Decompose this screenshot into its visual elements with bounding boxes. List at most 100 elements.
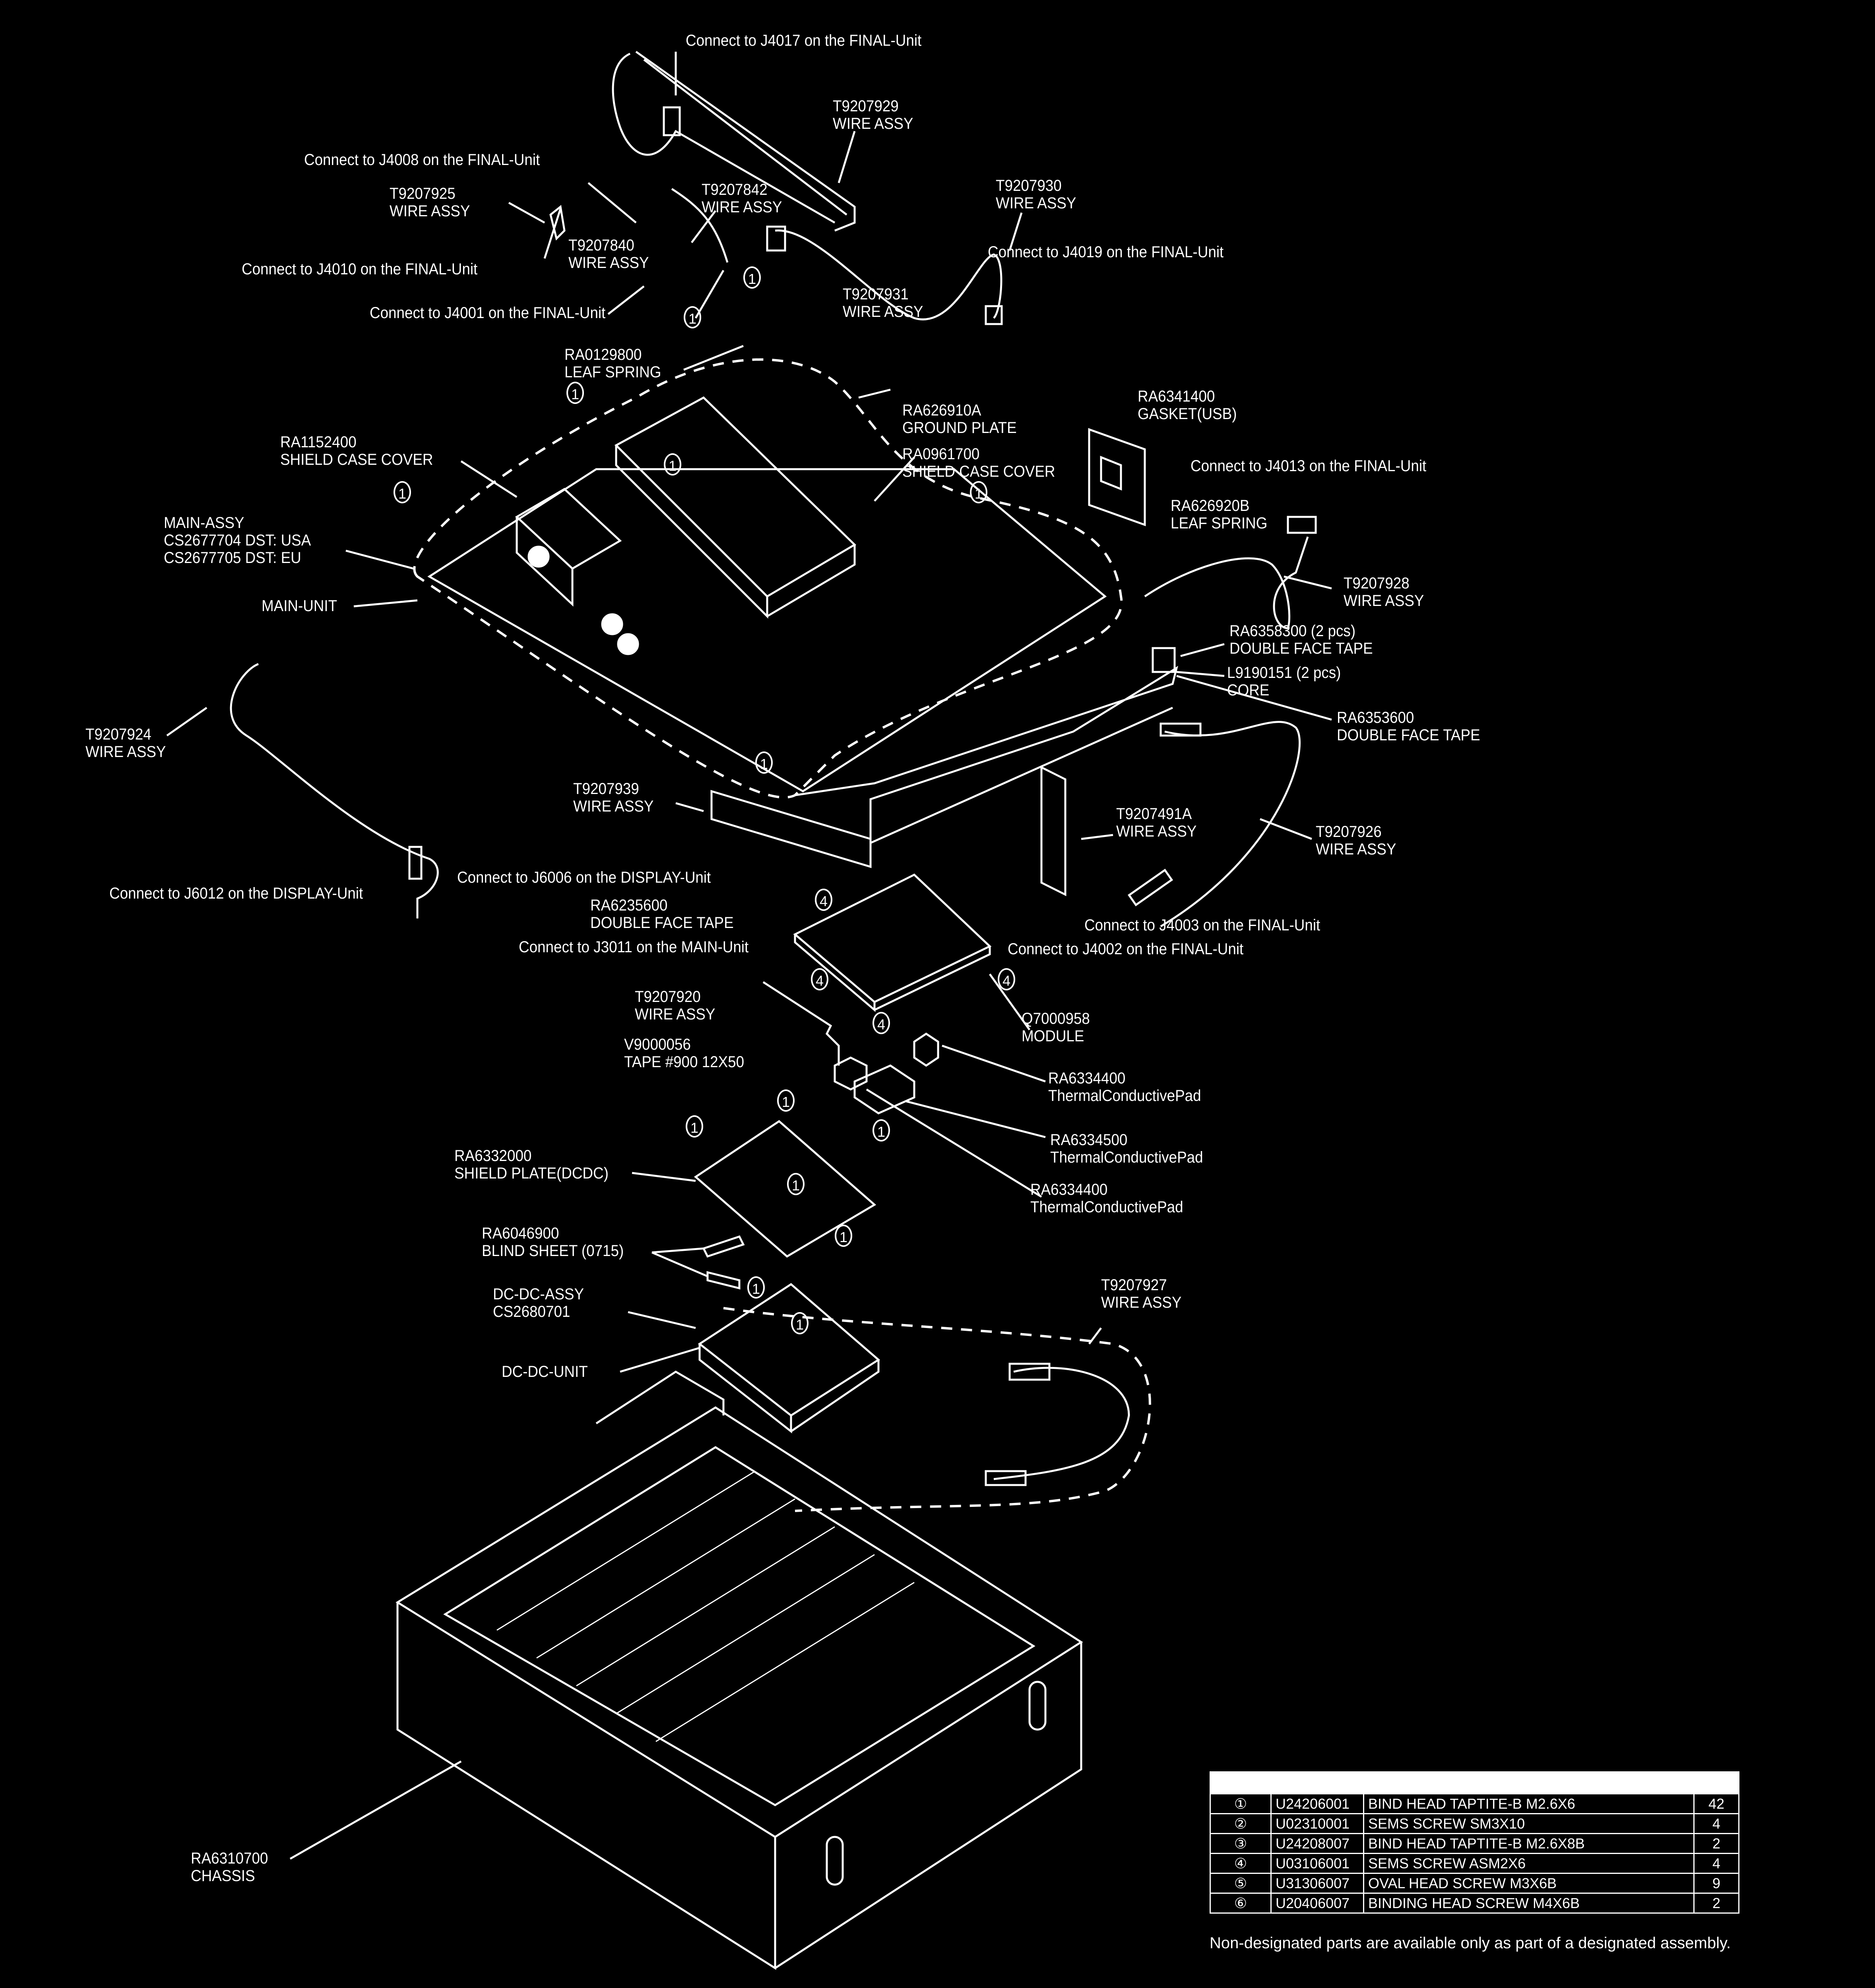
parts-note: Non-designated parts are available only … [1210,1934,1731,1952]
quantity: 4 [1693,1813,1739,1834]
part-name: WIRE ASSY [996,194,1076,212]
part-name: WIRE ASSY [1101,1294,1182,1311]
screw-callout-4: 4 [815,889,832,911]
blind-sheet [702,1235,745,1290]
assy-code-usa: CS2677704 DST: USA [164,532,311,549]
label-connect-j6012: Connect to J6012 on the DISPLAY-Unit [109,885,363,902]
label-connect-j4017: Connect to J4017 on the FINAL-Unit [686,32,922,49]
part-name: CHASSIS [191,1867,255,1885]
part-name: CORE [1227,681,1270,699]
part-number: V9000056 [624,1036,691,1053]
part-number: RA626920B [1171,497,1250,514]
tape-strip-ra6353600 [795,666,1178,845]
label-connect-j4001: Connect to J4001 on the FINAL-Unit [370,304,606,322]
component [601,613,623,635]
part-number: RA6310700 [191,1850,268,1867]
part-code: U31306007 [1270,1873,1364,1894]
chassis-ra6310700 [396,1371,1083,1970]
screw-callout-1: 1 [791,1312,809,1334]
thermal-pad-3 [913,1032,939,1067]
wire-t9207842 [671,188,729,263]
label-connect-j4010: Connect to J4010 on the FINAL-Unit [242,260,478,278]
part-name: ThermalConductivePad [1048,1087,1201,1105]
quantity: 2 [1693,1833,1739,1854]
label-connect-j4003: Connect to J4003 on the FINAL-Unit [1084,916,1320,934]
label-connect-j4008: Connect to J4008 on the FINAL-Unit [304,151,540,169]
part-number: RA6235600 [590,897,668,914]
screw-callout-1: 1 [835,1225,852,1247]
part-name: WIRE ASSY [390,202,470,220]
part-number: T9207926 [1316,823,1382,841]
assy-name: DC-DC-ASSY [493,1285,584,1303]
connector-j4019 [985,305,1003,325]
part-name: ThermalConductivePad [1050,1149,1203,1166]
part-number: T9207840 [568,237,634,254]
shield-plate-dcdc [694,1120,876,1258]
label-connect-j3011: Connect to J3011 on the MAIN-Unit [519,938,749,956]
part-name: LEAF SPRING [564,363,661,381]
part-name: ThermalConductivePad [1030,1198,1183,1216]
part-number: RA6341400 [1138,388,1215,405]
screw-callout-1: 1 [755,751,773,774]
thermal-pad-2 [853,1064,915,1114]
screw-ref: ③ [1210,1833,1272,1854]
part-name: MODULE [1022,1027,1084,1045]
core-l9190151 [1152,647,1176,673]
screw-ref: ④ [1210,1853,1272,1874]
part-number: T9207927 [1101,1276,1167,1294]
assy-name: MAIN-ASSY [164,514,244,532]
part-description: BIND HEAD TAPTITE-B M2.6X6 [1363,1793,1695,1814]
wire-t9207927-boundary [723,1307,1151,1512]
part-number: RA6046900 [482,1225,559,1242]
screw-callout-1: 1 [777,1089,795,1112]
part-name: WIRE ASSY [833,115,913,132]
part-description: BIND HEAD TAPTITE-B M2.6X8B [1363,1833,1695,1854]
part-name: DOUBLE FACE TAPE [1229,640,1373,657]
main-unit-board [427,468,1107,792]
table-header [1210,1771,1739,1794]
quantity: 9 [1693,1873,1739,1894]
part-number: RA0129800 [564,346,642,363]
wire-harness-t9207926 [1160,721,1301,928]
screw-callout-1: 1 [787,1173,805,1195]
wire-harness-t9207939 [710,790,872,868]
part-number: T9207842 [702,181,768,198]
part-name: GROUND PLATE [902,419,1017,437]
part-name: DOUBLE FACE TAPE [1337,726,1480,744]
thermal-pad-1 [834,1056,868,1091]
shield-case-cover-ra0961700 [614,396,857,619]
screw-callout-4: 4 [873,1012,890,1034]
part-name: WIRE ASSY [1116,823,1197,840]
part-name: SHIELD CASE COVER [902,463,1055,480]
part-number: T9207925 [390,185,456,202]
part-name: TAPE #900 12X50 [624,1053,745,1071]
part-number: RA6358300 (2 pcs) [1229,622,1356,640]
label-dcdc-unit: DC-DC-UNIT [502,1363,588,1380]
connector-j6012 [408,846,423,880]
screw-callout-1: 1 [684,306,701,328]
part-number: RA6332000 [454,1147,532,1165]
dcdc-unit [698,1283,880,1434]
screw-callout-1: 1 [664,453,681,476]
connector-t9207927-top [1008,1363,1051,1381]
part-description: SEMS SCREW SM3X10 [1363,1813,1695,1834]
part-code: U24206001 [1270,1793,1364,1814]
label-connect-j4002: Connect to J4002 on the FINAL-Unit [1008,940,1244,958]
screw-ref: ② [1210,1813,1272,1834]
table-header-bar [1210,1771,1739,1794]
part-code: U03106001 [1270,1853,1364,1874]
